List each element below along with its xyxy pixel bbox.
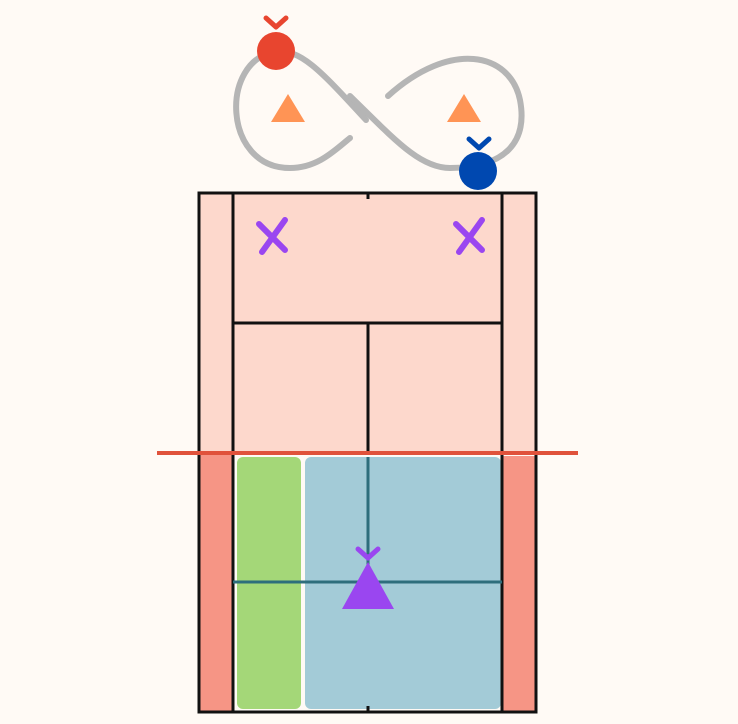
loop-left-lobe bbox=[233, 48, 369, 172]
loop-right-lobe bbox=[347, 55, 525, 172]
chevron-down-icon bbox=[263, 15, 289, 30]
target-right bbox=[453, 217, 485, 255]
x-cross-stroke bbox=[456, 217, 485, 255]
cone-left bbox=[271, 94, 305, 122]
chevron-down-icon bbox=[466, 136, 492, 151]
figure-eight-path bbox=[233, 48, 525, 172]
player-blue bbox=[459, 136, 497, 190]
left-alley-out-zone bbox=[199, 453, 233, 711]
chevron-down-icon bbox=[355, 546, 381, 561]
target-left bbox=[256, 217, 288, 255]
right-alley-out-zone bbox=[503, 456, 536, 711]
player-red bbox=[257, 15, 295, 70]
circle-marker-icon bbox=[459, 152, 497, 190]
circle-marker-icon bbox=[257, 32, 295, 70]
triangle-marker-icon bbox=[342, 562, 394, 609]
cone-right bbox=[447, 94, 481, 122]
x-cross-stroke bbox=[259, 217, 288, 255]
shuttle-marker bbox=[342, 546, 394, 609]
